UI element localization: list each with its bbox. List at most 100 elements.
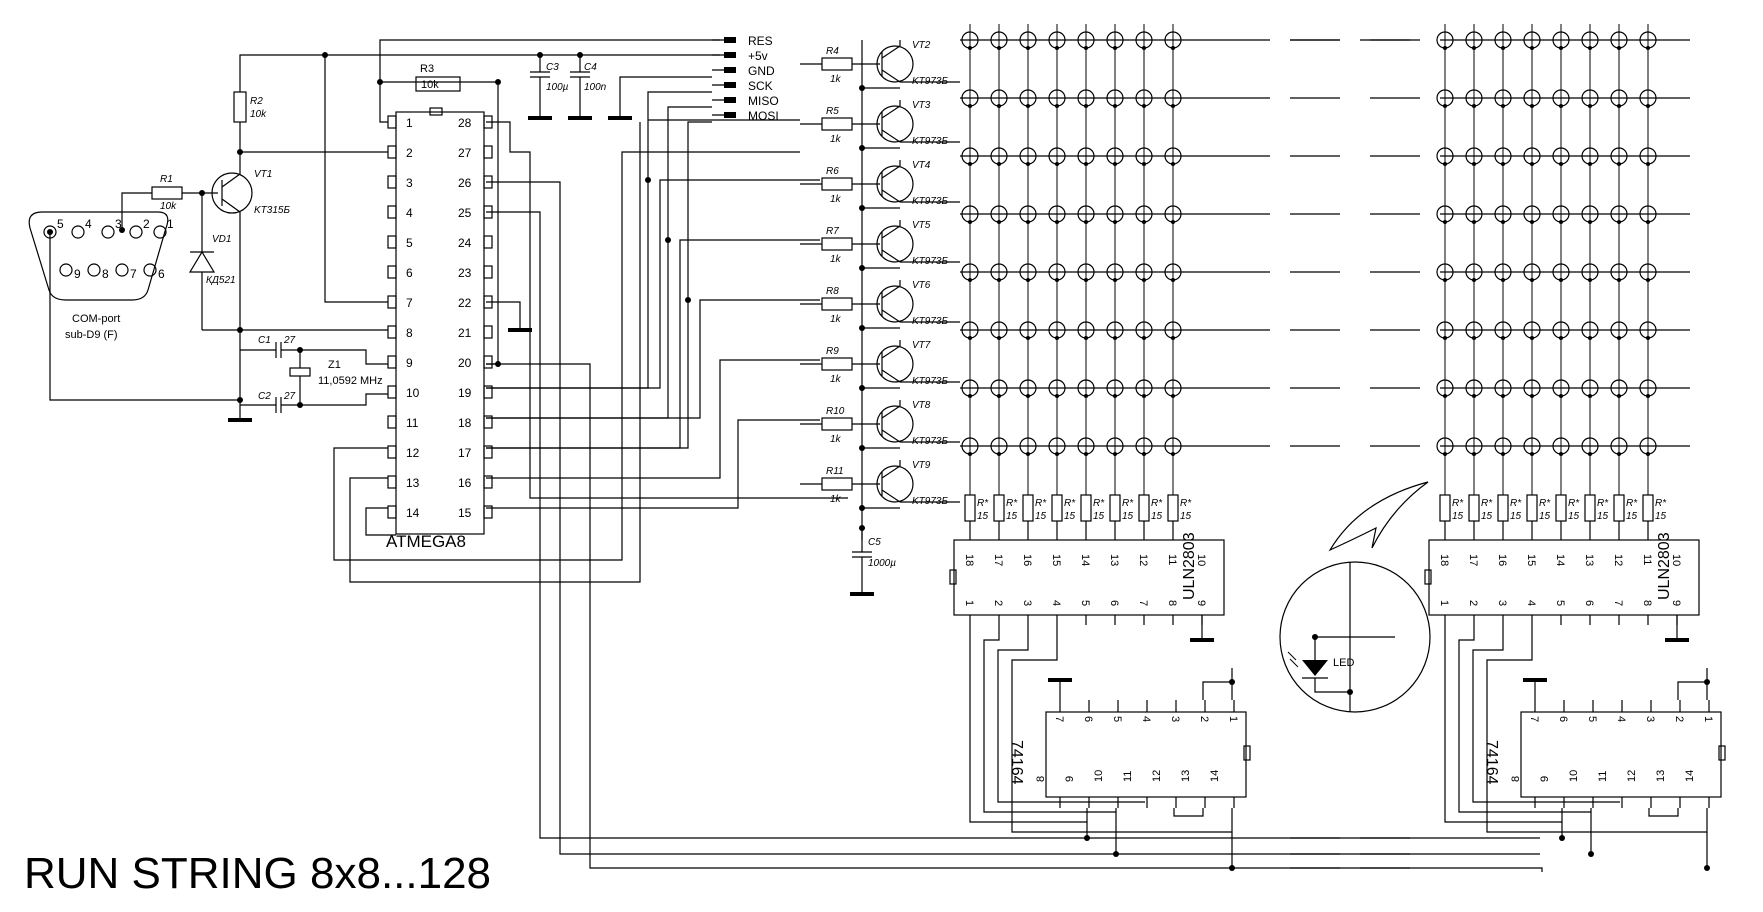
- uln-pin-label: 7: [1612, 600, 1624, 606]
- row-resistor: [821, 117, 853, 131]
- mcu-pin-label: 8: [406, 326, 413, 340]
- mcu-pin-label: 2: [406, 146, 413, 160]
- uln-pin-label: 6: [1583, 600, 1595, 606]
- junction-dot: [537, 52, 543, 58]
- mcu-pin-left: [387, 385, 397, 399]
- junction-dot: [1084, 46, 1088, 50]
- junction-dot: [322, 52, 328, 58]
- junction-dot: [1142, 394, 1146, 398]
- mcu-pin-label: 4: [406, 206, 413, 220]
- row-transistor: [876, 105, 914, 143]
- uln-pin-label: 13: [1108, 554, 1120, 566]
- junction-dot: [997, 46, 1001, 50]
- shift-pin-label: 4: [1615, 716, 1627, 722]
- bank-wire: [1648, 808, 1679, 817]
- column-resistor-ref: R*: [1510, 498, 1522, 509]
- junction-dot: [1443, 278, 1447, 282]
- wire-pin16b: [486, 239, 820, 449]
- shift-pin-label: 7: [1528, 716, 1540, 722]
- junction-dot: [1171, 104, 1175, 108]
- row-resistor-value: 1k: [830, 374, 842, 385]
- junction-dot: [1026, 220, 1030, 224]
- junction-dot: [997, 162, 1001, 166]
- junction-dot: [1472, 104, 1476, 108]
- junction-dot: [1530, 452, 1534, 456]
- junction-dot: [1171, 394, 1175, 398]
- junction-dot: [1559, 336, 1563, 340]
- uln2803-label: ULN2803: [1656, 532, 1673, 600]
- uln-pin-label: 5: [1554, 600, 1566, 606]
- junction-dot: [1443, 104, 1447, 108]
- junction-dot: [1026, 336, 1030, 340]
- mcu-pin-label: 5: [406, 236, 413, 250]
- vd1-value: КД521: [206, 275, 236, 286]
- junction-dot: [1472, 220, 1476, 224]
- db9-pin-label: 7: [130, 267, 137, 281]
- row-transistor-collector: [881, 249, 901, 263]
- isp-signal-label: GND: [748, 64, 775, 78]
- mcu-pin-label: 17: [458, 446, 472, 460]
- column-resistor-ref: R*: [1064, 498, 1076, 509]
- junction-dot: [297, 402, 303, 408]
- column-resistor: [1080, 494, 1092, 522]
- wire-sck: [486, 91, 712, 389]
- wire-pin14: [365, 507, 396, 536]
- com-port-type: sub-D9 (F): [65, 329, 118, 341]
- column-resistor-value: 15: [1006, 511, 1018, 522]
- column-resistor-ref: R*: [1481, 498, 1493, 509]
- junction-dot: [1055, 104, 1059, 108]
- junction-dot: [1559, 46, 1563, 50]
- row-transistor: [876, 225, 914, 263]
- db9-pin: [87, 263, 101, 277]
- junction-dot: [1055, 452, 1059, 456]
- row-transistor: [876, 45, 914, 83]
- mcu-pin-label: 25: [458, 206, 472, 220]
- column-resistor-value: 15: [1122, 511, 1134, 522]
- uln-pin-label: 3: [1021, 600, 1033, 606]
- junction-dot: [1084, 278, 1088, 282]
- z1-ref: Z1: [328, 359, 341, 371]
- isp-pin: [724, 97, 736, 103]
- uln-pin-label: 1: [963, 600, 975, 606]
- row-resistor-value: 1k: [830, 74, 842, 85]
- row-resistor: [821, 357, 853, 371]
- bank-wire: [997, 625, 1145, 803]
- shift-pin-label: 4: [1140, 716, 1152, 722]
- c5-ref: C5: [868, 537, 881, 548]
- junction-dot: [1113, 336, 1117, 340]
- junction-dot: [1646, 278, 1650, 282]
- isp-pin: [724, 82, 736, 88]
- isp-signal-label: MOSI: [748, 109, 779, 123]
- uln2803-label: ULN2803: [1181, 532, 1198, 600]
- junction-dot: [577, 52, 583, 58]
- junction-dot: [997, 104, 1001, 108]
- row-resistor: [821, 237, 853, 251]
- junction-dot: [1501, 336, 1505, 340]
- column-resistor: [1468, 494, 1480, 522]
- junction-dot: [1588, 46, 1592, 50]
- junction-dot: [1617, 336, 1621, 340]
- uln-pin-label: 10: [1670, 554, 1682, 566]
- mcu-pin-label: 7: [406, 296, 413, 310]
- row-resistor: [821, 417, 853, 431]
- mcu-label: ATMEGA8: [386, 532, 466, 551]
- shift-register-74164: [1045, 711, 1247, 798]
- shift-pin-label: 14: [1684, 770, 1696, 782]
- junction-dot: [1113, 452, 1117, 456]
- junction-dot: [1142, 336, 1146, 340]
- junction-dot: [1530, 278, 1534, 282]
- column-resistor-ref: R*: [1597, 498, 1609, 509]
- bank-wire: [969, 625, 1088, 823]
- isp-signal-label: SCK: [748, 79, 773, 93]
- shift-pin-label: 1: [1702, 716, 1714, 722]
- mcu-pin-label: 13: [406, 476, 420, 490]
- shift-pin-label: 14: [1209, 770, 1221, 782]
- c1-value: 27: [283, 335, 296, 346]
- row-transistor-emitter: [881, 45, 901, 59]
- junction-dot: [1171, 336, 1175, 340]
- shift-register-label: 74164: [1483, 740, 1500, 785]
- junction-dot: [1142, 46, 1146, 50]
- row-resistor-ref: R5: [826, 106, 839, 117]
- junction-dot: [968, 46, 972, 50]
